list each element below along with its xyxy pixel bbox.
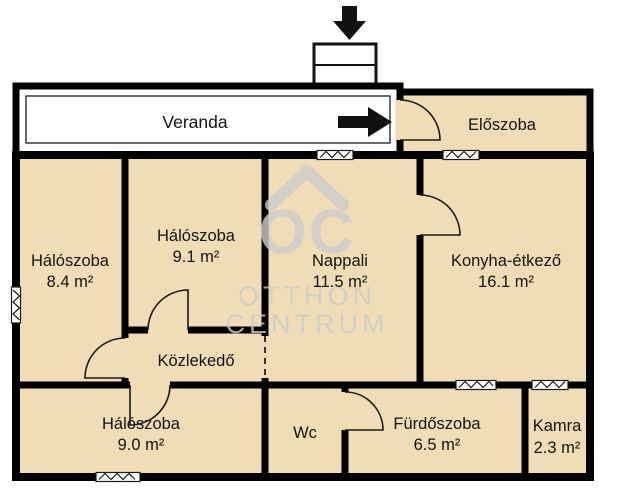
label-furdoszoba-area: 6.5 m²	[414, 436, 461, 454]
door-openings	[120, 100, 425, 430]
door-swing-halo90-icon	[129, 384, 171, 426]
door-opening	[130, 380, 170, 390]
window-icon	[10, 286, 22, 324]
window-icon	[316, 149, 354, 161]
door-swings	[84, 99, 461, 431]
label-veranda: Veranda	[162, 112, 227, 132]
label-halo91-area: 9.1 m²	[173, 248, 220, 266]
window-icon	[455, 379, 497, 391]
label-halo91-name: Hálószoba	[157, 227, 236, 245]
door-swing-eloszoba-icon	[399, 99, 441, 141]
window-icon	[442, 149, 480, 161]
label-halo90-name: Hálószoba	[102, 415, 181, 433]
veranda-inner-line	[25, 95, 391, 144]
label-konyha-name: Konyha-étkező	[451, 252, 561, 270]
door-opening	[120, 338, 130, 378]
label-konyha-area: 16.1 m²	[478, 273, 534, 291]
label-halo90-area: 9.0 m²	[118, 436, 165, 454]
room-wc	[261, 381, 349, 481]
door-swing-halo84-icon	[84, 337, 126, 379]
door-opening	[395, 100, 405, 140]
windows	[10, 149, 569, 483]
label-wc: Wc	[293, 424, 317, 442]
watermark-line1: OTTHON	[238, 281, 376, 311]
room-konyha	[416, 151, 594, 389]
watermark-initials: OC	[259, 198, 356, 267]
door-swing-halo91-icon	[147, 289, 189, 331]
label-kozlekedo: Közlekedő	[157, 352, 234, 370]
door-opening	[148, 325, 188, 335]
door-opening	[415, 195, 425, 235]
label-kamra-area: 2.3 m²	[534, 439, 581, 457]
door-swing-wc-icon	[344, 391, 384, 431]
door-swing-konyha-icon	[419, 194, 461, 236]
label-halo84-area: 8.4 m²	[47, 273, 94, 291]
label-halo84-name: Hálószoba	[31, 252, 110, 270]
room-labels: Veranda Előszoba Hálószoba 8.4 m² Hálósz…	[31, 112, 582, 457]
watermark-roof-icon	[265, 165, 349, 211]
label-nappali-name: Nappali	[312, 252, 368, 270]
room-halo84	[12, 151, 129, 389]
window-icon	[531, 379, 569, 391]
passage-opening	[260, 336, 270, 378]
watermark-line2: CENTRUM	[226, 309, 389, 339]
window-icon	[95, 471, 141, 483]
direction-arrow-icon	[338, 107, 392, 137]
door-opening	[340, 392, 350, 430]
label-eloszoba: Előszoba	[468, 116, 537, 134]
label-kamra-name: Kamra	[533, 417, 582, 435]
watermark: OC OTTHON CENTRUM	[226, 165, 389, 339]
entrance-arrow-icon	[333, 6, 366, 40]
label-furdoszoba-name: Fürdőszoba	[393, 415, 481, 433]
entrance-marker	[312, 6, 378, 88]
label-nappali-area: 11.5 m²	[313, 273, 368, 291]
